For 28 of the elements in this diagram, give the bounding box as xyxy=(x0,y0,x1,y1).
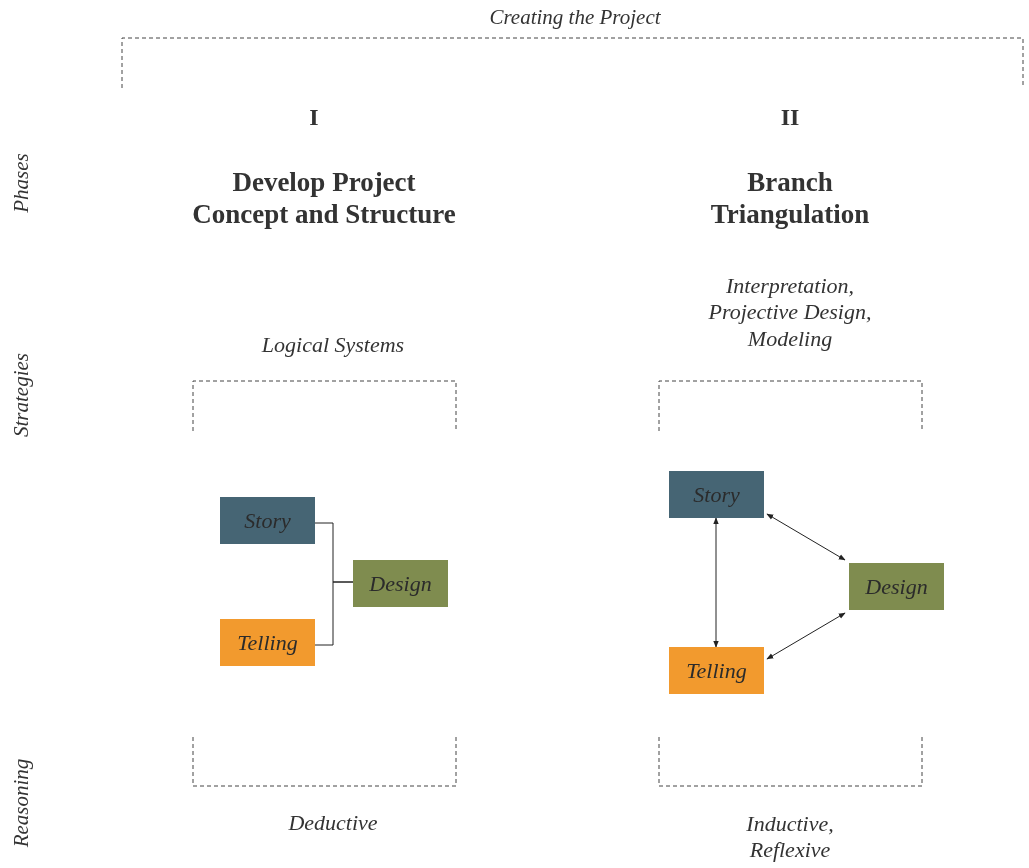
connector-line xyxy=(314,581,354,646)
phase-title: Branch Triangulation xyxy=(709,165,871,231)
row-label: Strategies xyxy=(9,353,35,437)
heading: Creating the Project xyxy=(489,5,661,31)
arrow xyxy=(766,612,846,660)
row-label: Phases xyxy=(9,153,35,213)
process-box xyxy=(669,471,764,518)
arrow xyxy=(713,517,719,648)
phase-title: Develop Project Concept and Structure xyxy=(191,165,457,231)
arrow xyxy=(766,513,846,561)
strategy-label: Interpretation, Projective Design, Modeling xyxy=(707,273,873,353)
phase-numeral: I xyxy=(309,102,319,132)
row-label: Reasoning xyxy=(9,758,35,848)
process-box xyxy=(669,647,764,694)
reasoning-label: Deductive xyxy=(288,809,378,837)
box-label: Story xyxy=(244,507,291,534)
box-label: Design xyxy=(369,570,432,597)
strategy-label: Logical Systems xyxy=(261,331,405,359)
process-box xyxy=(220,619,315,666)
process-box xyxy=(849,563,944,610)
box-label: Design xyxy=(865,573,928,600)
box-label: Telling xyxy=(237,629,298,656)
phase-numeral: II xyxy=(780,102,800,132)
process-box xyxy=(220,497,315,544)
process-box xyxy=(353,560,448,607)
reasoning-label: Inductive, Reflexive xyxy=(745,810,835,864)
box-label: Story xyxy=(693,481,740,508)
box-label: Telling xyxy=(686,657,747,684)
